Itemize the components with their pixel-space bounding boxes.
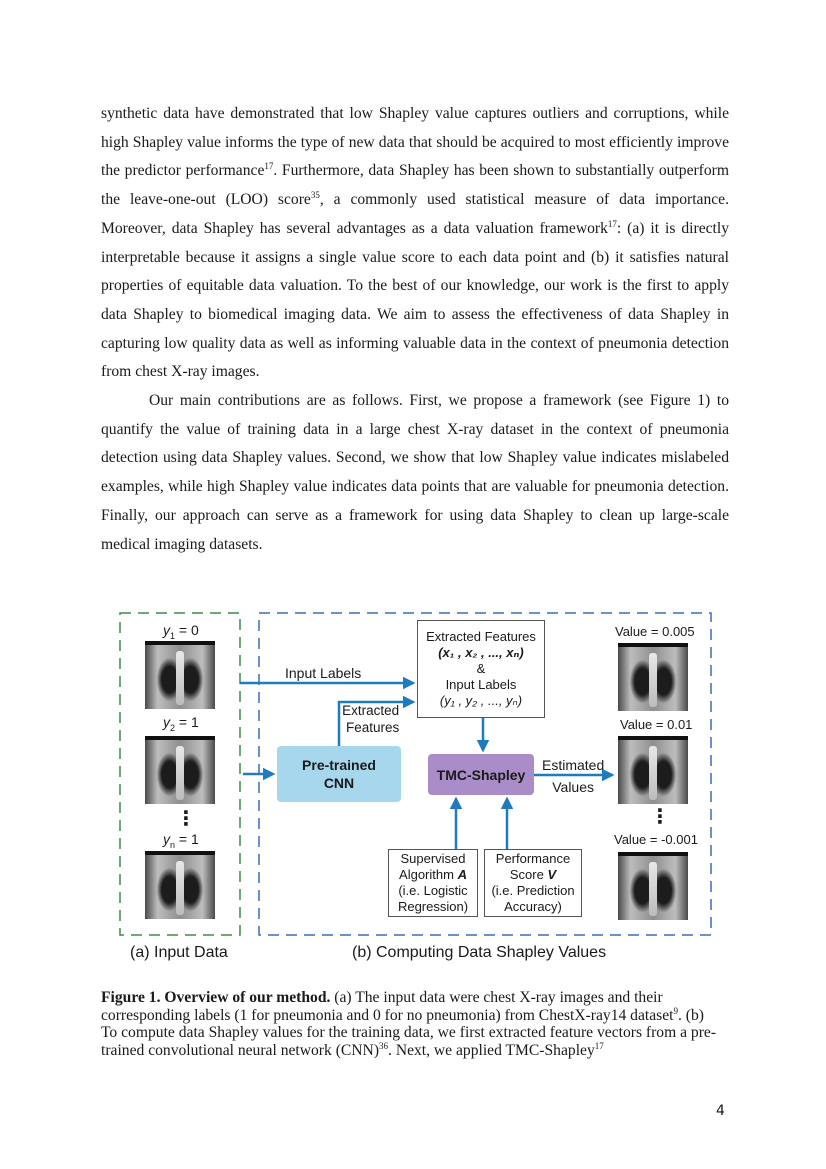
chest-xray-image-2: [145, 736, 215, 804]
caption-text: . Next, we applied TMC-Shapley: [388, 1041, 595, 1059]
figure-caption: Figure 1. Overview of our method. (a) Th…: [101, 989, 721, 1059]
panel-a-label: (a) Input Data: [130, 944, 228, 961]
page-number: 4: [716, 1103, 725, 1119]
supervised-algorithm-box: Supervised Algorithm A (i.e. Logistic Re…: [388, 849, 478, 917]
paragraph: Our main contributions are as follows. F…: [101, 392, 729, 553]
value-label-1: Value = 0.005: [615, 624, 695, 639]
citation: 17: [607, 218, 617, 229]
citation: 9: [673, 1005, 678, 1016]
caption-text: (a) The input data were chest X-ray imag…: [101, 989, 674, 1024]
input-data-panel-border: [119, 612, 241, 936]
chest-xray-image-1: [145, 641, 215, 709]
panel-b-label: (b) Computing Data Shapley Values: [352, 944, 607, 961]
paragraph-text: : (a) it is directly interpretable becau…: [101, 219, 729, 381]
citation: 17: [264, 161, 274, 172]
ellipsis: ⋮: [650, 806, 670, 828]
citation: 36: [379, 1040, 389, 1051]
caption-text: . (b) To compute data Shapley values for…: [101, 1006, 717, 1059]
input-labels-text: Input Labels: [285, 665, 362, 681]
ellipsis: ⋮: [176, 808, 196, 830]
extracted-features-label: Extracted Features: [342, 703, 400, 735]
chest-xray-image-valued-1: [618, 643, 688, 711]
body-text: synthetic data have demonstrated that lo…: [101, 100, 729, 559]
caption-label: Figure 1. Overview of our method.: [101, 989, 331, 1006]
label-yn: yn = 1: [163, 831, 199, 850]
chest-xray-image-valued-2: [618, 736, 688, 804]
tmc-shapley-box: TMC-Shapley: [428, 754, 534, 795]
paragraph-text: synthetic data have demonstrated that lo…: [101, 105, 729, 180]
label-y2: y2 = 1: [163, 714, 199, 733]
chest-xray-image-valued-n: [618, 852, 688, 920]
paragraph-text: , a commonly used statistical measure of…: [101, 191, 730, 237]
label-y1: y1 = 0: [163, 622, 199, 641]
performance-score-box: Performance Score V (i.e. Prediction Acc…: [484, 849, 582, 917]
value-label-n: Value = -0.001: [614, 832, 698, 847]
features-box: Extracted Features (x₁ , x₂ , ..., xₙ) &…: [417, 620, 545, 718]
citation: 17: [594, 1040, 604, 1051]
citation: 35: [310, 190, 320, 201]
paragraph-text: . Furthermore, data Shapley has been sho…: [101, 162, 729, 209]
extracted-features-arrow: [337, 695, 416, 746]
value-label-2: Value = 0.01: [620, 717, 693, 732]
chest-xray-image-n: [145, 851, 215, 919]
paragraph: synthetic data have demonstrated that lo…: [101, 100, 729, 387]
estimated-values-label: Estimated Values: [542, 757, 605, 795]
